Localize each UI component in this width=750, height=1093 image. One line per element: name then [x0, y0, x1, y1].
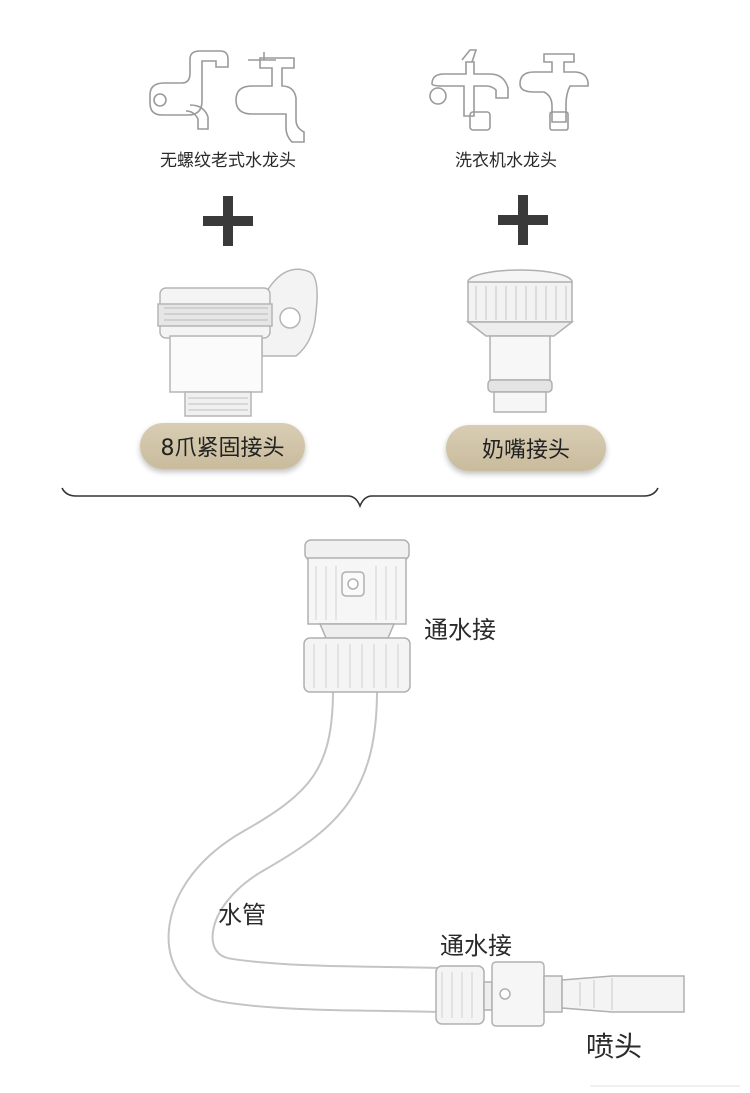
- washing-machine-faucet-illustration: [430, 50, 588, 130]
- water-hose-illustration: [191, 690, 440, 990]
- hose-label: 水管: [218, 895, 266, 930]
- plus-sign-right: [498, 195, 548, 245]
- old-faucet-illustration: [150, 51, 304, 142]
- spray-nozzle-illustration: [562, 976, 684, 1012]
- plus-sign-left: [203, 196, 253, 246]
- bottom-connector-illustration: [436, 962, 562, 1026]
- nipple-adapter-illustration: [468, 270, 572, 412]
- washing-machine-faucet-caption: 洗衣机水龙头: [455, 146, 557, 171]
- nipple-adapter-badge: 奶嘴接头: [446, 425, 606, 471]
- top-connector-label: 通水接: [424, 610, 496, 645]
- old-faucet-caption: 无螺纹老式水龙头: [160, 146, 296, 171]
- eight-claw-adapter-badge: 8爪紧固接头: [140, 423, 305, 469]
- top-connector-illustration: [304, 540, 410, 692]
- nozzle-label: 喷头: [586, 1025, 642, 1065]
- brace-bracket: [62, 488, 658, 506]
- eight-claw-adapter-illustration: [158, 269, 317, 416]
- bottom-connector-label: 通水接: [440, 926, 512, 961]
